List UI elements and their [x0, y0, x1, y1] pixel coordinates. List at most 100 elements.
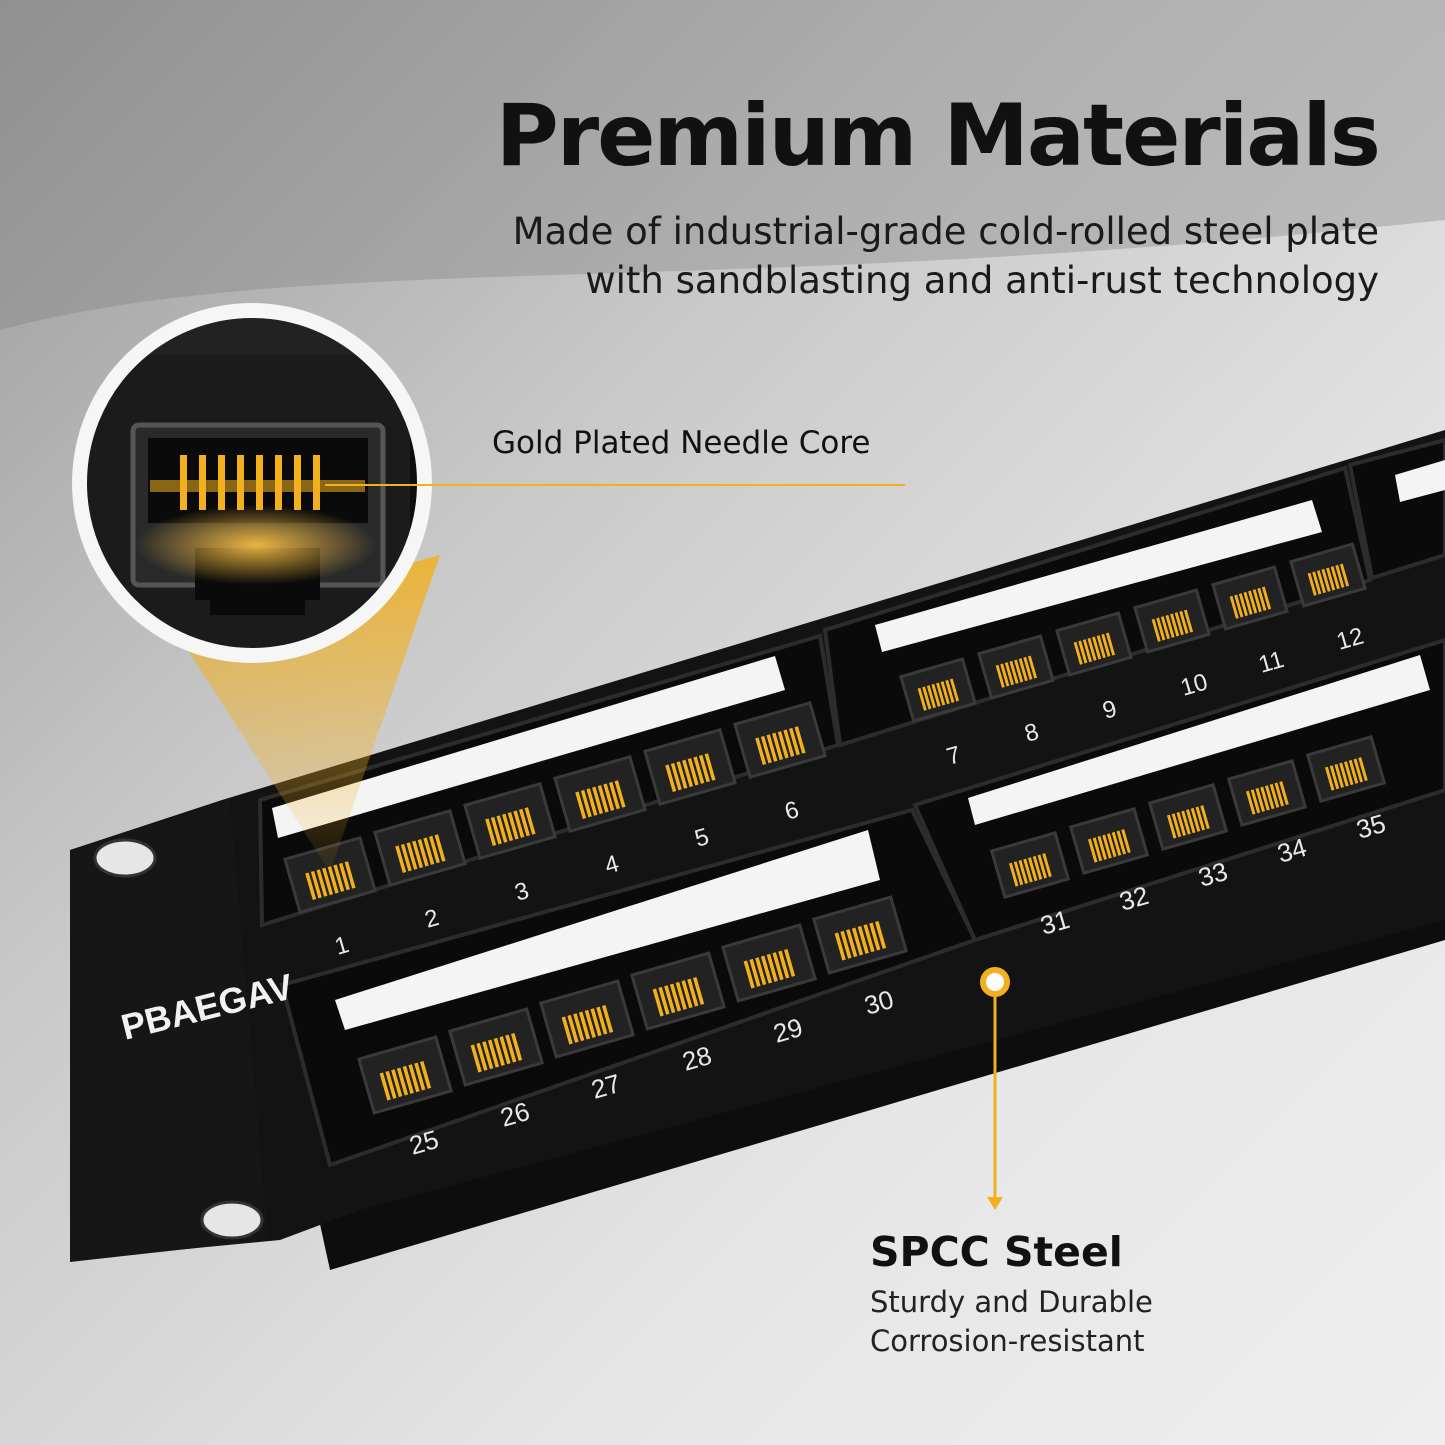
gold-pin [408, 1064, 420, 1093]
gold-pin [1353, 758, 1364, 783]
rj45-port [1226, 758, 1308, 828]
gold-pin [1009, 660, 1019, 684]
gold-pin [396, 1067, 409, 1096]
gold-pin [1170, 613, 1180, 637]
gold-pin [704, 753, 716, 781]
gold-pin [1014, 659, 1024, 683]
gold-pin [777, 731, 789, 759]
gold-pin [1190, 807, 1201, 832]
gold-pin [995, 664, 1005, 688]
gold-pin [857, 925, 869, 954]
label-strip-far [1395, 460, 1445, 502]
gold-pin [561, 1016, 573, 1045]
rj45-port [447, 1007, 545, 1087]
gold-pin [652, 988, 664, 1017]
gold-pin [493, 1037, 505, 1066]
gold-pin [670, 762, 682, 791]
gold-pin [1255, 787, 1265, 812]
gold-pin [344, 861, 356, 889]
gold-pin [1096, 635, 1106, 659]
gold-pin [1176, 811, 1186, 836]
gold-pin [1330, 566, 1340, 590]
rj45-port [989, 830, 1071, 900]
label-strip-bottom-left [335, 830, 880, 1030]
gold-pin [1274, 782, 1285, 807]
gold-pin [567, 1014, 579, 1043]
gold-pin [1101, 633, 1111, 657]
spcc-line-2: Corrosion-resistant [870, 1324, 1145, 1358]
rj45-port [720, 923, 818, 1003]
gold-pin [1316, 570, 1326, 594]
gold-pin [1171, 813, 1182, 838]
gold-pin [788, 727, 800, 756]
gold-pin [794, 726, 806, 754]
gold-pin [580, 789, 592, 818]
gold-pin [518, 808, 530, 837]
gold-pin [1004, 662, 1014, 686]
gold-pin [874, 920, 887, 949]
gold-pin [1073, 641, 1083, 665]
gold-pin [760, 955, 773, 984]
gold-pin [586, 788, 598, 816]
subheadline-line-1: Made of industrial-grade cold-rolled ste… [512, 210, 1379, 253]
gold-pin [846, 929, 858, 958]
gold-pin [840, 930, 852, 959]
panel-ear [70, 800, 268, 1262]
gold-pin [1335, 564, 1345, 588]
gold-pin [766, 734, 778, 762]
gold-pin [1257, 587, 1267, 611]
gold-pin [682, 759, 694, 788]
gold-pin [505, 1034, 517, 1063]
gold-pin [1160, 616, 1170, 640]
gold-pin [1243, 591, 1253, 615]
gold-pin [1042, 853, 1052, 878]
gold-pin [1183, 609, 1194, 633]
gold-pin [1261, 586, 1272, 610]
gold-pin [1097, 835, 1107, 860]
rj45-port [538, 979, 636, 1059]
gold-pin [1179, 610, 1189, 634]
rj45-port [373, 808, 467, 888]
gold-pin [1339, 563, 1350, 587]
gold-pin [597, 785, 609, 813]
label-strip-bottom-right [968, 655, 1430, 825]
background-shadow [0, 0, 1445, 330]
gold-pin [1321, 568, 1331, 592]
needle-core-callout: Gold Plated Needle Core [492, 425, 871, 461]
rj45-port [899, 657, 977, 723]
label-strip-top-right [875, 500, 1322, 652]
gold-pin [1111, 831, 1122, 856]
gold-pin [482, 1041, 494, 1070]
mount-hole-bottom [200, 1200, 264, 1240]
gold-pin [658, 986, 670, 1015]
gold-pin [760, 735, 772, 764]
gold-pin [496, 815, 508, 843]
rj45-port [1289, 542, 1367, 608]
gold-pin [1307, 572, 1317, 596]
gold-pin [434, 834, 446, 862]
gold-pin [1027, 655, 1038, 679]
gold-pin [783, 948, 796, 977]
gold-pin [592, 786, 604, 815]
gold-pin [1200, 805, 1210, 830]
headline: Premium Materials [495, 86, 1381, 186]
gold-pin [1344, 761, 1354, 786]
gold-pin [1087, 637, 1097, 661]
gold-pin [675, 981, 687, 1010]
gold-pin [1092, 837, 1103, 862]
gold-pin [1087, 838, 1098, 863]
gold-pin [601, 1004, 614, 1033]
rj45-port [1133, 588, 1211, 654]
gold-pin [665, 764, 677, 792]
gold-pin [507, 812, 519, 840]
gold-pin [1348, 759, 1359, 784]
spcc-title: SPCC Steel [870, 1228, 1123, 1276]
gold-pin [1000, 663, 1010, 687]
gold-pin [922, 686, 932, 710]
gold-pin [305, 872, 317, 900]
gold-pin [1312, 571, 1322, 595]
gold-pin [1151, 618, 1161, 642]
gold-pin [603, 783, 615, 811]
gold-pin [1078, 640, 1088, 664]
